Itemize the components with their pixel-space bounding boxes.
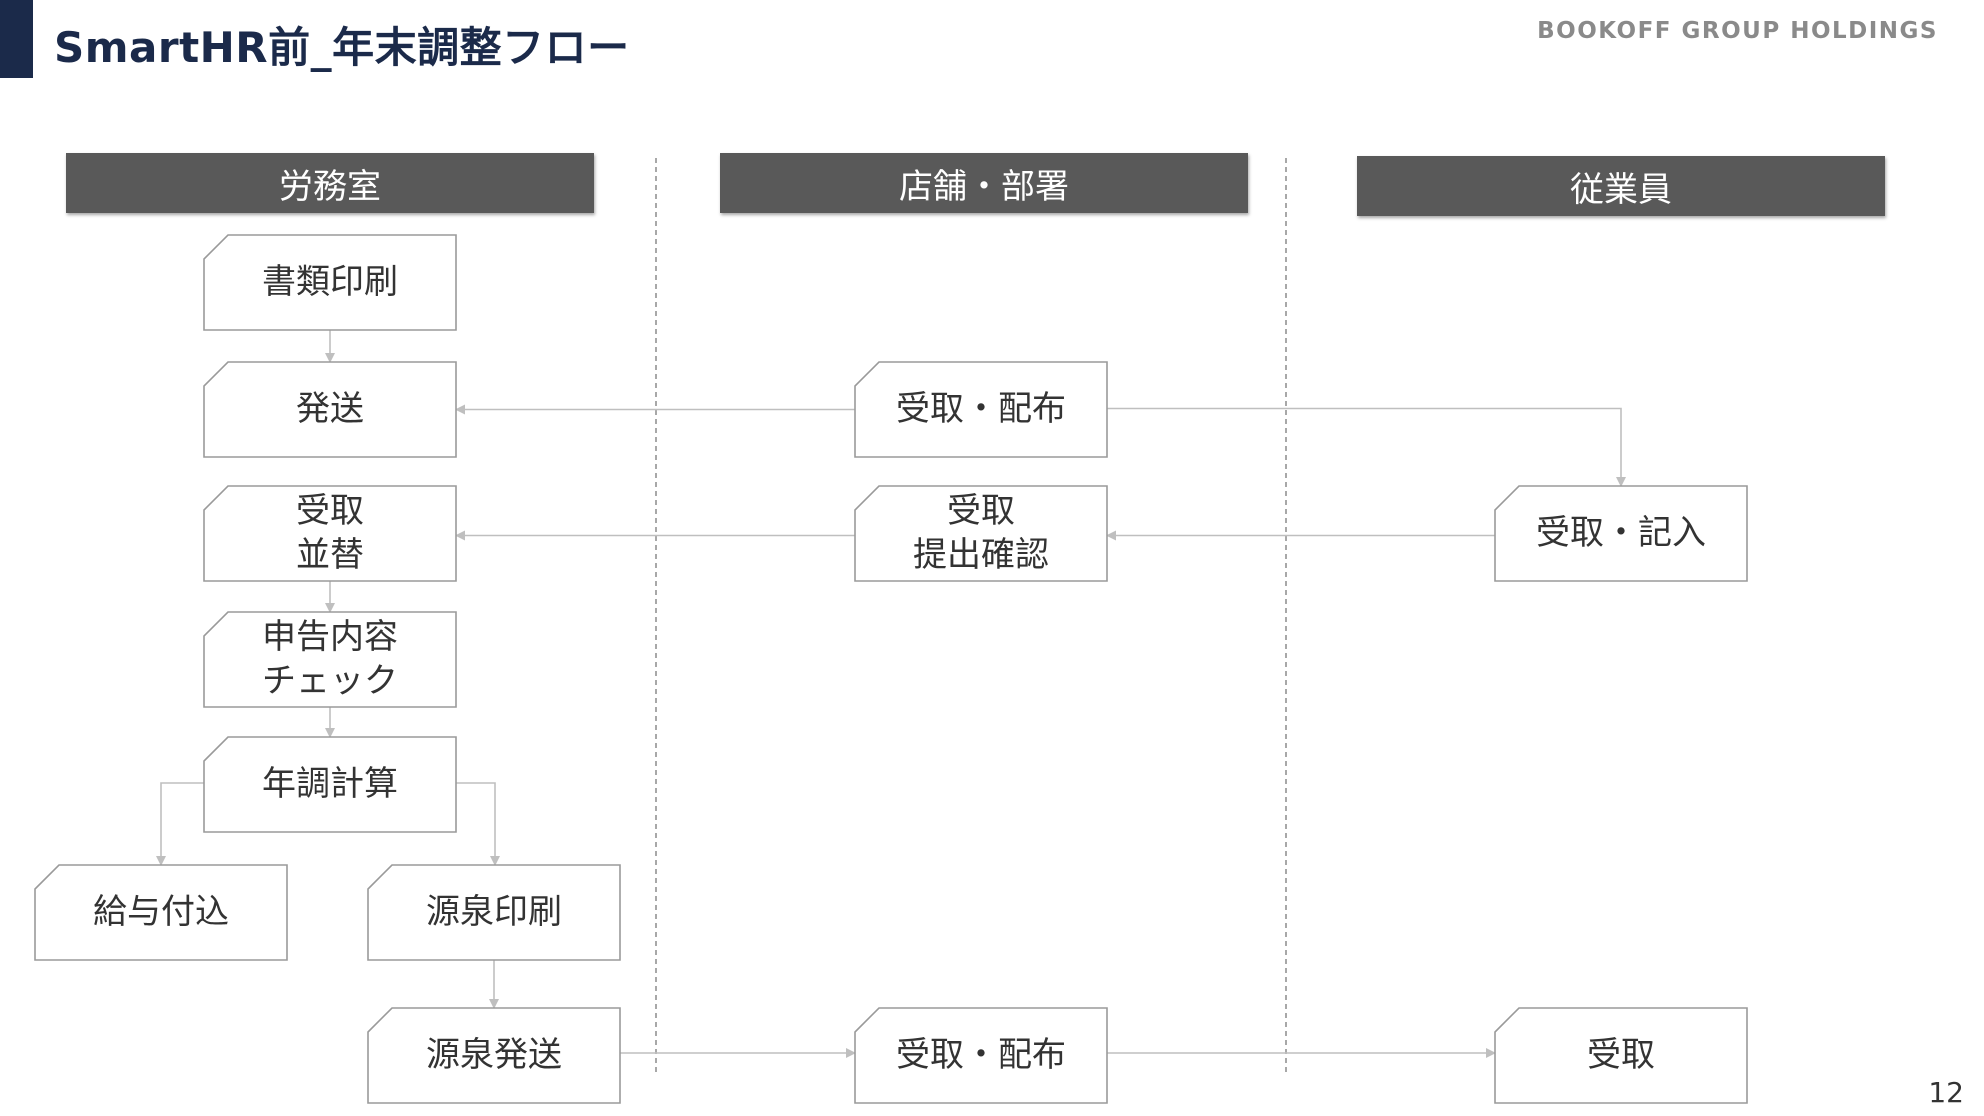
node-label-line: 申告内容 — [262, 616, 398, 657]
node-shinkoku-check: 申告内容チェック — [204, 612, 456, 707]
node-label-line: 源泉発送 — [426, 1034, 562, 1075]
node-label-line: 受取 — [947, 490, 1015, 531]
node-label-line: 書類印刷 — [262, 261, 398, 302]
edge-calc-to-withholding-print — [456, 782, 500, 866]
node-label-line: 並替 — [296, 534, 364, 575]
node-label-line: 発送 — [296, 388, 364, 429]
node-shape-uketori-narabikae — [203, 485, 457, 582]
node-shape-shorui-insatsu — [203, 234, 457, 331]
lane-header-jugyoin: 従業員 — [1357, 156, 1885, 216]
title-accent-bar — [0, 0, 33, 78]
node-label-line: 年調計算 — [262, 763, 398, 804]
node-shape-uketori-teishutsu — [854, 485, 1108, 582]
edge-store-dist-to-employee — [1107, 407, 1626, 487]
node-label-line: 受取・配布 — [896, 1034, 1066, 1075]
node-shape-shinkoku-check — [203, 611, 457, 708]
page-number: 12 — [1928, 1076, 1964, 1109]
node-uketori-haifu-2: 受取・配布 — [855, 1008, 1107, 1103]
node-label-line: 提出確認 — [913, 534, 1049, 575]
node-label-line: チェック — [262, 660, 398, 701]
node-label-line: 源泉印刷 — [426, 891, 562, 932]
page-title: SmartHR前_年末調整フロー — [54, 23, 630, 72]
node-shorui-insatsu: 書類印刷 — [204, 235, 456, 330]
node-shape-uketori-haifu-1 — [854, 361, 1108, 458]
node-uketori-teishutsu: 受取提出確認 — [855, 486, 1107, 581]
node-shape-uketori-final — [1494, 1007, 1748, 1104]
node-uketori-kinyu: 受取・記入 — [1495, 486, 1747, 581]
brand-logo-text: BOOKOFF GROUP HOLDINGS — [1537, 18, 1938, 44]
node-hassou: 発送 — [204, 362, 456, 457]
node-label-line: 受取 — [1587, 1034, 1655, 1075]
node-uketori-haifu-1: 受取・配布 — [855, 362, 1107, 457]
node-uketori-final: 受取 — [1495, 1008, 1747, 1103]
edge-calc-to-payroll — [156, 782, 204, 866]
node-label-line: 受取・記入 — [1536, 512, 1706, 553]
node-shape-uketori-kinyu — [1494, 485, 1748, 582]
node-shape-uketori-haifu-2 — [854, 1007, 1108, 1104]
lane-header-tenpo: 店舗・部署 — [720, 153, 1248, 213]
node-shape-hassou — [203, 361, 457, 458]
node-label-line: 受取・配布 — [896, 388, 1066, 429]
node-nencho-keisan: 年調計算 — [204, 737, 456, 832]
node-uketori-narabikae: 受取並替 — [204, 486, 456, 581]
node-kyuyo-fukomi: 給与付込 — [35, 865, 287, 960]
node-gensen-hassou: 源泉発送 — [368, 1008, 620, 1103]
node-shape-kyuyo-fukomi — [34, 864, 288, 961]
node-label-line: 受取 — [296, 490, 364, 531]
lane-header-roumu: 労務室 — [66, 153, 594, 213]
node-shape-gensen-insatsu — [367, 864, 621, 961]
node-shape-nencho-keisan — [203, 736, 457, 833]
node-shape-gensen-hassou — [367, 1007, 621, 1104]
node-gensen-insatsu: 源泉印刷 — [368, 865, 620, 960]
node-label-line: 給与付込 — [93, 891, 229, 932]
